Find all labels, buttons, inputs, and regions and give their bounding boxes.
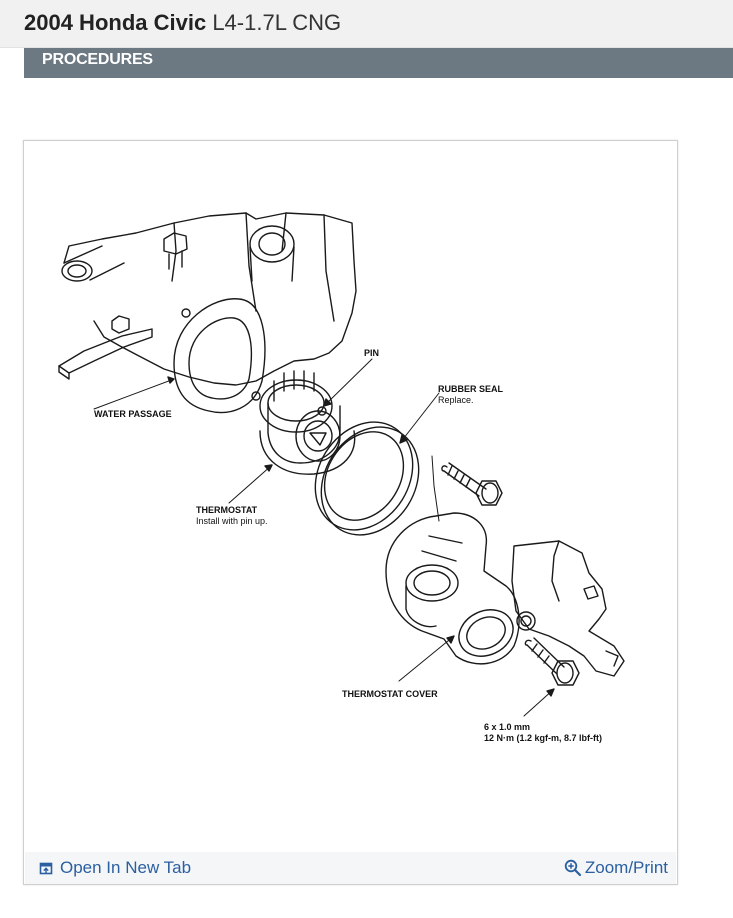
page-header: 2004 Honda Civic L4-1.7L CNG <box>0 0 733 48</box>
rubber-seal-note: Replace. <box>438 395 474 405</box>
bolt-size-label: 6 x 1.0 mm <box>484 722 530 732</box>
page-title: 2004 Honda Civic L4-1.7L CNG <box>24 9 341 37</box>
section-title: PROCEDURES <box>42 51 153 68</box>
thermostat-note: Install with pin up. <box>196 516 268 526</box>
thermostat-diagram[interactable]: PIN RUBBER SEAL Replace. WATER PASSAGE T… <box>24 141 677 852</box>
open-in-new-tab-link[interactable]: Open In New Tab <box>39 858 191 878</box>
thermostat-label: THERMOSTAT <box>196 505 258 515</box>
magnifier-plus-icon <box>564 859 582 877</box>
diagram-footer: Open In New Tab Zoom/Print <box>25 852 676 884</box>
water-passage-label: WATER PASSAGE <box>94 409 172 419</box>
pin-label: PIN <box>364 348 379 358</box>
zoom-print-link[interactable]: Zoom/Print <box>564 858 668 878</box>
bolt-torque-label: 12 N·m (1.2 kgf-m, 8.7 lbf-ft) <box>484 733 602 743</box>
open-in-new-tab-icon <box>39 861 54 876</box>
open-in-new-tab-label: Open In New Tab <box>60 858 192 877</box>
section-header: PROCEDURES <box>24 48 733 78</box>
vehicle-name: 2004 Honda Civic <box>24 10 207 35</box>
zoom-print-label: Zoom/Print <box>584 858 668 877</box>
thermostat-cover-label: THERMOSTAT COVER <box>342 689 438 699</box>
engine-spec: L4-1.7L CNG <box>212 10 342 35</box>
diagram-card: PIN RUBBER SEAL Replace. WATER PASSAGE T… <box>23 140 678 885</box>
rubber-seal-label: RUBBER SEAL <box>438 384 504 394</box>
